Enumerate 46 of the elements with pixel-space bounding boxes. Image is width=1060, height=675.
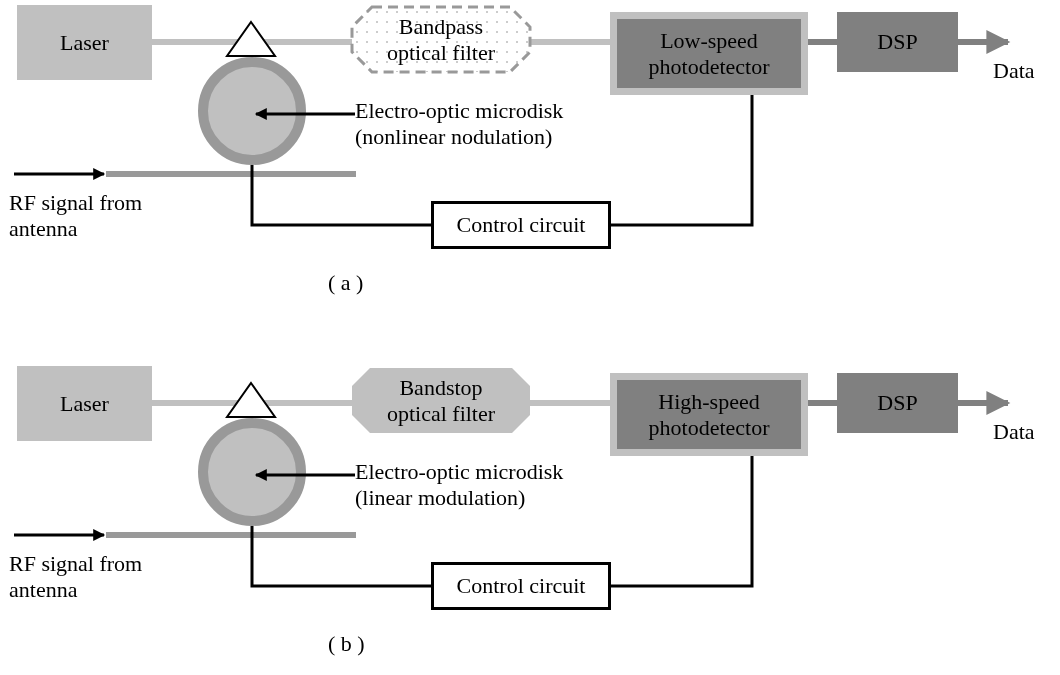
panel-label: ( a ) <box>328 270 364 296</box>
control-circuit-box <box>431 562 611 610</box>
arrow <box>958 30 1011 54</box>
arrow <box>14 529 106 541</box>
photodetector-box <box>610 373 808 456</box>
node-label: Control circuit <box>456 212 586 238</box>
input-label: RF signal from antenna <box>9 551 144 603</box>
waveguide-bar <box>106 532 356 538</box>
optical-line <box>530 400 610 406</box>
panel-label: ( b ) <box>328 631 365 657</box>
optical-line <box>530 39 610 45</box>
wire <box>250 526 431 588</box>
node-label: Low-speed photodetector <box>647 27 771 80</box>
node-label: DSP <box>877 390 918 416</box>
wire <box>611 456 754 588</box>
leader-line <box>254 469 355 481</box>
optical-line <box>808 39 837 45</box>
optical-line <box>152 39 352 45</box>
output-label: Data <box>993 419 1035 445</box>
photodetector-box <box>610 12 808 95</box>
wire <box>611 95 754 227</box>
input-label: RF signal from antenna <box>9 190 144 242</box>
laser-box <box>17 5 152 80</box>
laser-box <box>17 366 152 441</box>
node-label: Electro-optic microdisk (linear modulation) <box>355 459 565 511</box>
arrow <box>14 168 106 180</box>
optical-line <box>152 400 352 406</box>
control-circuit-box <box>431 201 611 249</box>
dsp-box <box>837 373 958 433</box>
output-label: Data <box>993 58 1035 84</box>
filter-octagon <box>352 368 530 433</box>
node-label: Electro-optic microdisk (nonlinear nodulation) <box>355 98 565 150</box>
node-label: Laser <box>60 390 109 417</box>
arrow <box>958 391 1011 415</box>
node-label: Control circuit <box>456 573 586 599</box>
node-label: Bandpass optical filter <box>385 13 497 66</box>
node-label: Laser <box>60 29 109 56</box>
waveguide-bar <box>106 171 356 177</box>
node-label: Bandstop optical filter <box>385 374 497 427</box>
node-label: High-speed photodetector <box>647 388 771 441</box>
leader-line <box>254 108 355 120</box>
dsp-box <box>837 12 958 72</box>
wire <box>250 165 431 227</box>
filter-octagon <box>352 7 530 72</box>
node-label: DSP <box>877 29 918 55</box>
optical-line <box>808 400 837 406</box>
